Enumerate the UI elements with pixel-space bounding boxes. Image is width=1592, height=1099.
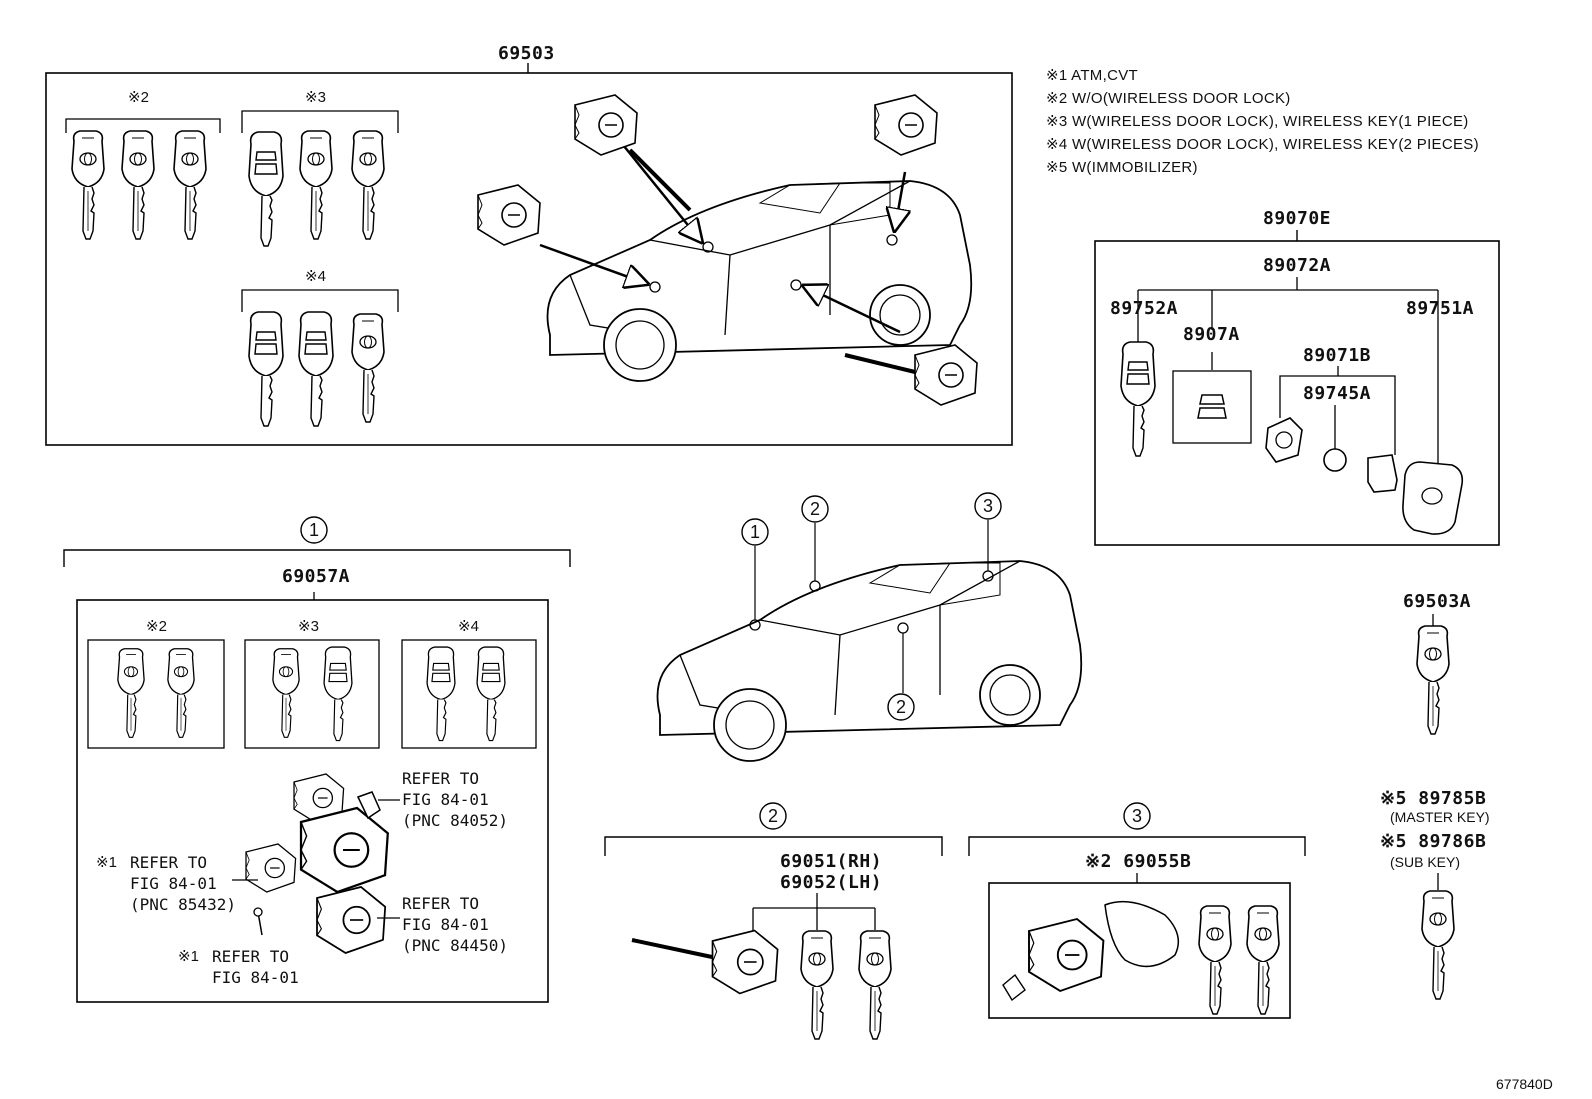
part-number-69503: 69503 [498, 43, 555, 64]
condition-mark: ※3 [305, 89, 326, 106]
part-number-89786B: ※5 89786B [1380, 831, 1487, 852]
condition-mark: ※1 [96, 854, 117, 871]
ignition-switch-icon [232, 773, 400, 954]
figure-id: 677840D [1496, 1076, 1553, 1092]
part-number-69055B: ※2 69055B [1085, 851, 1192, 872]
callout-number: 2 [810, 499, 821, 519]
part-number-89752A: 89752A [1110, 298, 1179, 319]
part-number-69503A: 69503A [1403, 591, 1472, 612]
condition-mark: ※4 [458, 618, 479, 635]
part-number-8907A: 8907A [1183, 324, 1240, 345]
key-icon [117, 646, 506, 742]
key-icon [1120, 341, 1464, 535]
key-icon [1416, 614, 1455, 1000]
part-number-89071B: 89071B [1303, 345, 1372, 366]
lock-cylinder-icon [1028, 918, 1105, 992]
callout-number: 1 [750, 522, 761, 542]
assembly-69057A [63, 516, 571, 1003]
car-illustration [656, 492, 1083, 762]
part-number-69051: 69051(RH) [780, 851, 883, 872]
part-number-89745A: 89745A [1303, 383, 1372, 404]
part-number-69057A: 69057A [282, 566, 351, 587]
sub-key-label: (SUB KEY) [1390, 854, 1461, 870]
reference-note: REFER TO FIG 84-01 [212, 947, 299, 987]
condition-mark: ※1 [178, 948, 199, 965]
part-number-89070E: 89070E [1263, 208, 1332, 229]
part-number-89785B: ※5 89785B [1380, 788, 1487, 809]
assembly-69051-69052 [604, 802, 943, 1040]
notes-list: ※1 ATM,CVT ※2 W/O(WIRELESS DOOR LOCK) ※3… [1046, 64, 1479, 179]
assembly-89070E [1094, 230, 1500, 546]
key-icon [71, 130, 385, 427]
lock-cylinder-icon [477, 94, 978, 406]
condition-mark: ※2 [128, 89, 149, 106]
note-5: ※5 W(IMMOBILIZER) [1046, 159, 1198, 176]
car-illustration [539, 134, 973, 382]
part-number-69052: 69052(LH) [780, 872, 883, 893]
callout-number: 3 [983, 496, 994, 516]
key-icon [1198, 905, 1280, 1015]
reference-note: REFER TO FIG 84-01 (PNC 85432) [130, 853, 236, 914]
lock-cylinder-icon [711, 929, 779, 995]
callout-number: 2 [768, 806, 779, 826]
condition-mark: ※2 [146, 618, 167, 635]
callout-number: 3 [1132, 806, 1143, 826]
reference-note: REFER TO FIG 84-01 (PNC 84450) [402, 894, 508, 955]
assembly-69503 [45, 63, 1013, 446]
note-1: ※1 ATM,CVT [1046, 67, 1138, 84]
assembly-69055B [968, 802, 1306, 1019]
note-3: ※3 W(WIRELESS DOOR LOCK), WIRELESS KEY(1… [1046, 113, 1469, 130]
note-4: ※4 W(WIRELESS DOOR LOCK), WIRELESS KEY(2… [1046, 136, 1479, 153]
part-number-89072A: 89072A [1263, 255, 1332, 276]
reference-note: REFER TO FIG 84-01 (PNC 84052) [402, 769, 508, 830]
callout-number: 2 [896, 697, 907, 717]
master-key-label: (MASTER KEY) [1390, 809, 1490, 825]
condition-mark: ※4 [305, 268, 326, 285]
key-icon [800, 930, 892, 1040]
part-number-89751A: 89751A [1406, 298, 1475, 319]
callout-number: 1 [309, 520, 320, 540]
condition-mark: ※3 [298, 618, 319, 635]
note-2: ※2 W/O(WIRELESS DOOR LOCK) [1046, 90, 1291, 107]
